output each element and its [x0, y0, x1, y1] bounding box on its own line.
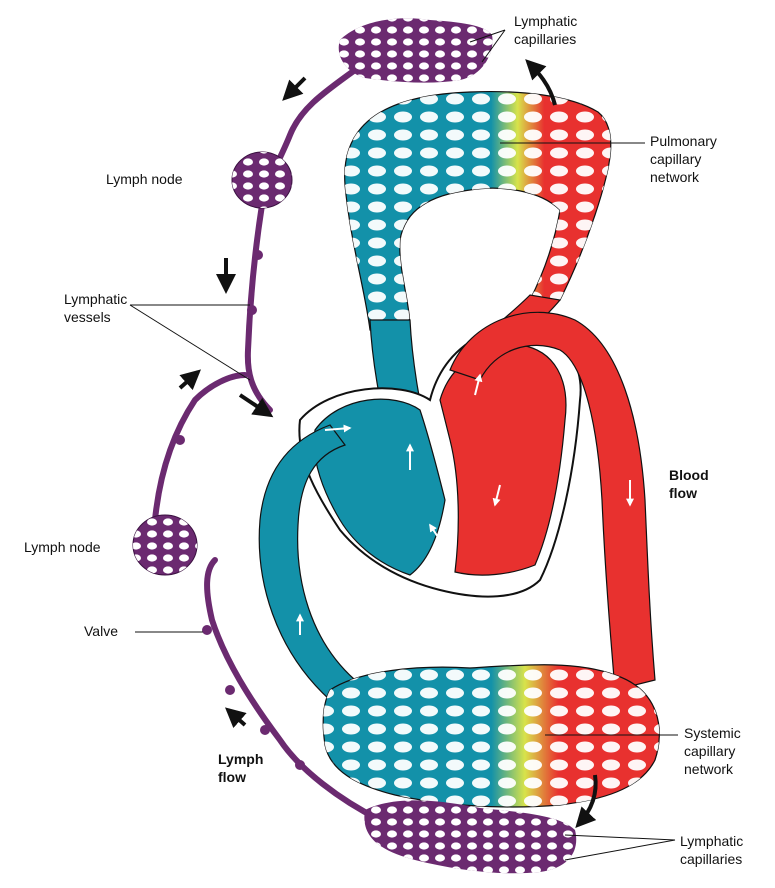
lymph-node-upper	[232, 152, 292, 208]
systemic-capillary-network	[323, 665, 659, 807]
label-blood-flow: Blood flow	[669, 467, 713, 501]
heart-right-side	[314, 399, 445, 575]
label-systemic-capillary-network: Systemic capillary network	[684, 725, 745, 777]
label-lymph-node-upper: Lymph node	[106, 171, 183, 187]
lymph-node-lower	[133, 515, 197, 575]
pulmonary-capillary-network	[345, 92, 611, 330]
label-lymph-flow: Lymph flow	[218, 751, 267, 785]
lymphatic-capillaries-bottom	[364, 800, 576, 873]
label-lymphatic-capillaries-top: Lymphatic capillaries	[514, 13, 581, 47]
label-lymphatic-vessels: Lymphatic vessels	[64, 291, 131, 325]
label-valve: Valve	[84, 623, 118, 639]
lymphatic-capillaries-top	[339, 18, 493, 82]
label-lymphatic-capillaries-bottom: Lymphatic capillaries	[680, 833, 747, 867]
label-pulmonary-capillary-network: Pulmonary capillary network	[650, 133, 721, 185]
label-lymph-node-lower: Lymph node	[24, 539, 101, 555]
